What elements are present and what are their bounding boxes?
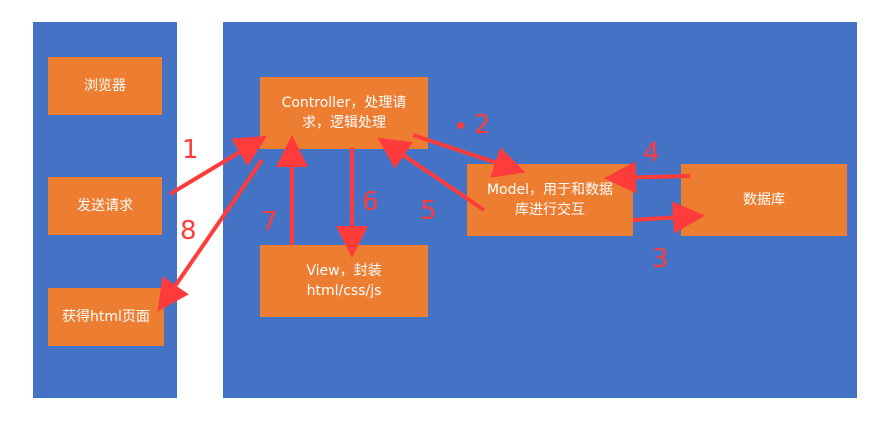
step-label-1: 1 <box>182 135 199 165</box>
database-label: 数据库 <box>743 192 785 208</box>
send-request-label: 发送请求 <box>77 198 133 214</box>
database-box: 数据库 <box>681 164 847 236</box>
model-box: Model，用于和数据 库进行交互 <box>467 164 633 236</box>
model-label: Model，用于和数据 库进行交互 <box>486 182 614 218</box>
get-html-box: 获得html页面 <box>48 288 164 346</box>
step-label-4: 4 <box>643 138 660 168</box>
controller-label: Controller，处理请 求，逻辑处理 <box>281 95 407 131</box>
browser-label: 浏览器 <box>84 78 126 94</box>
step-label-6: 6 <box>362 187 379 217</box>
send-request-box: 发送请求 <box>48 177 162 235</box>
step-label-8: 8 <box>180 216 197 246</box>
view-box: View，封装 html/css/js <box>260 245 428 317</box>
controller-box: Controller，处理请 求，逻辑处理 <box>260 77 428 149</box>
marker-dot <box>457 122 464 129</box>
step-label-3: 3 <box>652 244 669 274</box>
step-label-5: 5 <box>420 196 437 226</box>
browser-box: 浏览器 <box>48 57 162 115</box>
step-label-7: 7 <box>261 207 278 237</box>
step-label-2: 2 <box>474 110 491 140</box>
view-label: View，封装 html/css/js <box>306 263 382 299</box>
get-html-label: 获得html页面 <box>62 309 150 325</box>
